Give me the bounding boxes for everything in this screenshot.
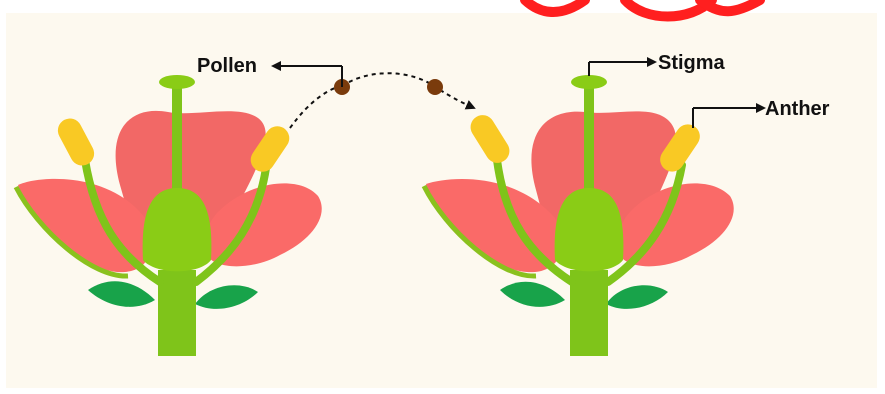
- pollen-label: Pollen: [197, 55, 257, 77]
- left-stigma: [159, 75, 195, 89]
- right-sepal-left: [500, 282, 565, 307]
- pollen-transfer-arrow: [290, 86, 342, 128]
- left-ovary: [143, 188, 212, 271]
- right-sepal-right: [606, 285, 668, 309]
- right-flower: [424, 75, 734, 356]
- anther-label: Anther: [765, 98, 830, 120]
- left-flower: [16, 75, 322, 356]
- watermark-logo: [525, 0, 760, 17]
- pollen-transfer-arc: [342, 73, 474, 108]
- right-stigma: [571, 75, 607, 89]
- left-sepal-right: [195, 285, 258, 309]
- stigma-label: Stigma: [658, 52, 726, 74]
- right-anther-left: [466, 111, 514, 168]
- pollen-grain-2: [427, 79, 443, 95]
- left-anther-left: [54, 114, 99, 169]
- right-ovary: [555, 188, 624, 271]
- left-sepal-left: [88, 281, 155, 307]
